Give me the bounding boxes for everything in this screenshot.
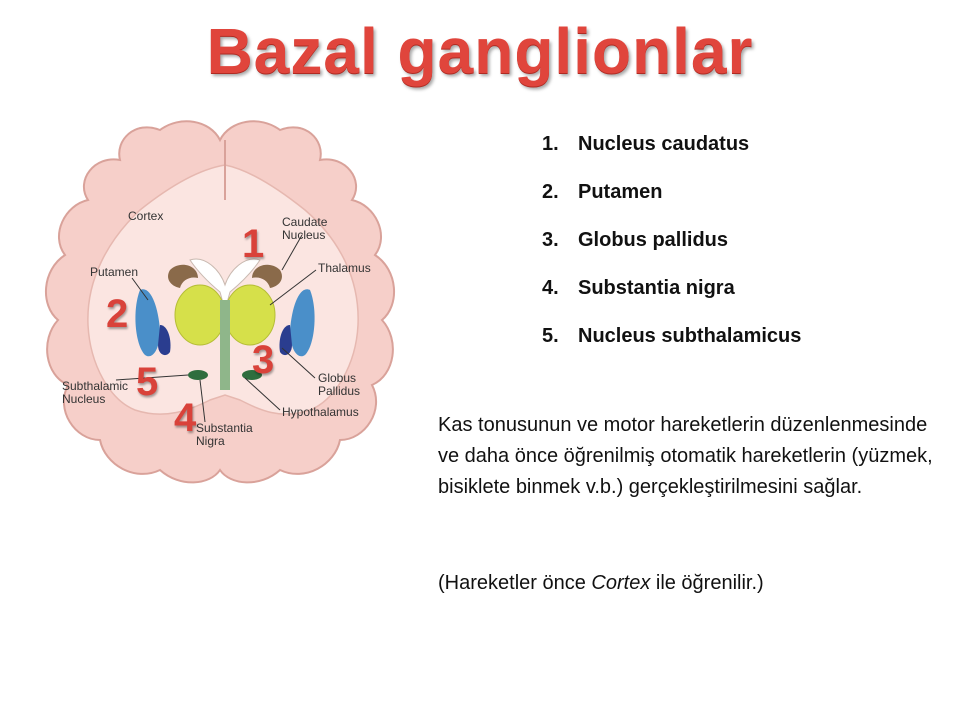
label-substantia-nigra: Substantia Nigra bbox=[196, 421, 253, 448]
brain-coronal-diagram: Cortex Caudate Nucleus Thalamus Putamen … bbox=[20, 110, 430, 500]
cortex-emphasis: Cortex bbox=[591, 572, 651, 594]
description-paragraph: Kas tonusunun ve motor hareketlerin düze… bbox=[438, 414, 933, 498]
caudate-right bbox=[252, 264, 282, 288]
label-subthalamic-nucleus: Subthalamic Nucleus bbox=[62, 379, 129, 406]
thalamus-right bbox=[224, 284, 276, 346]
basal-ganglia-list: 1.Nucleus caudatus 2.Putamen 3.Globus pa… bbox=[542, 128, 942, 368]
label-hypothalamus: Hypothalamus bbox=[282, 405, 359, 419]
list-item: 3.Globus pallidus bbox=[542, 229, 729, 251]
lateral-ventricles bbox=[189, 258, 261, 312]
label-globus-pallidus: Globus Pallidus bbox=[318, 371, 361, 398]
list-item: 2.Putamen bbox=[542, 181, 663, 203]
label-caudate-nucleus: Caudate Nucleus bbox=[282, 215, 328, 242]
list-item: 4.Substantia nigra bbox=[542, 277, 735, 299]
leader-lines bbox=[115, 234, 317, 423]
putamen-left bbox=[135, 289, 160, 357]
label-cortex: Cortex bbox=[128, 209, 164, 223]
globus-right bbox=[279, 325, 292, 356]
brain-illustration bbox=[45, 120, 395, 484]
caudate-left bbox=[168, 264, 198, 288]
nigra-left bbox=[188, 370, 208, 380]
thalamus-left bbox=[174, 284, 226, 346]
label-putamen: Putamen bbox=[90, 265, 139, 279]
list-item: 5.Nucleus subthalamicus bbox=[542, 325, 802, 347]
marker-number-1: 1 bbox=[242, 222, 265, 266]
slide-title: Bazal ganglionlar bbox=[206, 15, 754, 87]
list-item: 1.Nucleus caudatus bbox=[542, 133, 750, 155]
marker-number-2: 2 bbox=[106, 292, 129, 336]
note-paragraph: (Hareketler önce Cortex ile öğrenilir.) bbox=[438, 572, 764, 594]
marker-number-5: 5 bbox=[136, 360, 159, 404]
third-ventricle bbox=[220, 300, 230, 390]
label-thalamus: Thalamus bbox=[318, 261, 371, 275]
marker-number-3: 3 bbox=[252, 338, 275, 382]
globus-left bbox=[158, 325, 171, 356]
marker-number-4: 4 bbox=[174, 396, 197, 440]
putamen-right bbox=[290, 289, 315, 357]
nigra-right bbox=[242, 370, 262, 380]
